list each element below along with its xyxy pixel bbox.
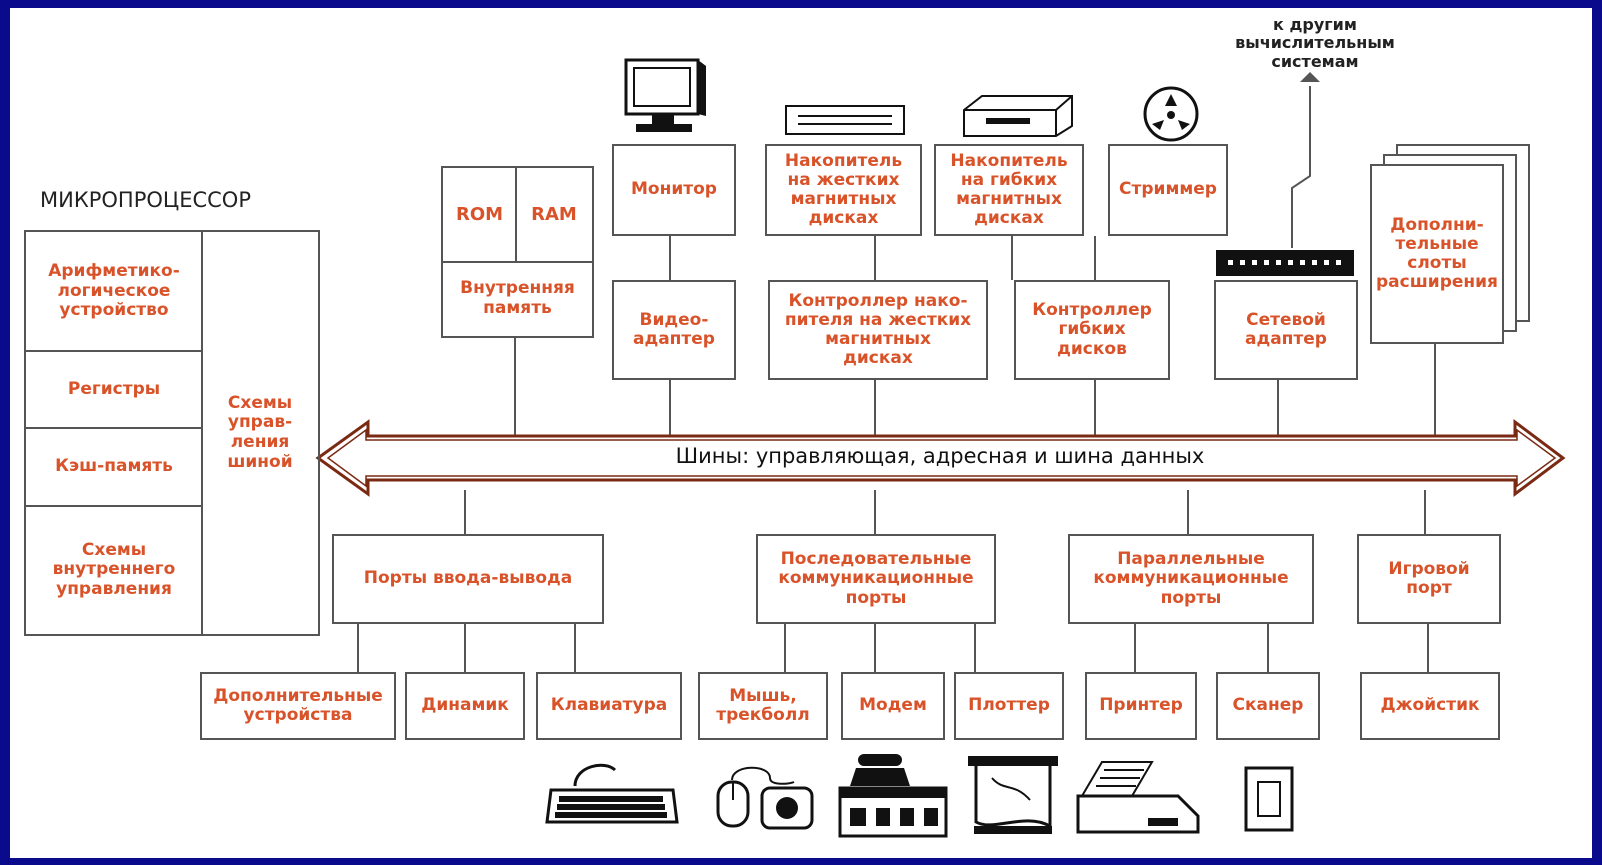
speaker-box: Динамик <box>405 672 525 740</box>
keyboard-box: Клавиатура <box>536 672 682 740</box>
cache-cell: Кэш-память <box>55 456 173 477</box>
microprocessor-title: МИКРОПРОЦЕССОР <box>40 188 252 212</box>
joystick-box: Джойстик <box>1360 672 1500 740</box>
bus-control-cell: Схемы управ- ления шиной <box>227 392 293 472</box>
streamer-box: Стриммер <box>1108 144 1228 236</box>
diagram-canvas: Шины: управляющая, адресная и шина данны… <box>10 8 1592 858</box>
monitor-box: Монитор <box>612 144 736 236</box>
modem-phone-icon <box>838 754 948 838</box>
hard-drive-icon <box>785 105 905 135</box>
bus-label: Шины: управляющая, адресная и шина данны… <box>675 444 1205 468</box>
cpu-block <box>24 230 320 636</box>
network-adapter-box: Сетевой адаптер <box>1214 280 1358 380</box>
expansion-slots-box: Дополни- тельные слоты расширения <box>1370 164 1504 344</box>
registers-cell: Регистры <box>67 378 161 399</box>
keyboard-icon <box>545 763 679 824</box>
floppy-drive-icon <box>963 95 1073 137</box>
video-adapter-box: Видео- адаптер <box>612 280 736 380</box>
game-port-box: Игровой порт <box>1357 534 1501 624</box>
internal-memory-cell: Внутренняя память <box>460 278 575 318</box>
memory-grid-lines <box>441 166 594 263</box>
ram-cell: RAM <box>531 203 577 225</box>
extra-devices-box: Дополнительные устройства <box>200 672 396 740</box>
connection-lines <box>315 72 1566 672</box>
hdd-controller-box: Контроллер нако- пителя на жестких магни… <box>768 280 988 380</box>
mouse-box: Мышь, трекболл <box>698 672 828 740</box>
network-card-icon <box>1216 250 1354 276</box>
plotter-icon <box>968 756 1058 834</box>
hdd-box: Накопитель на жестких магнитных дисках <box>765 144 922 236</box>
cpu-grid-lines <box>24 230 203 636</box>
io-ports-box: Порты ввода-вывода <box>332 534 604 624</box>
alu-cell: Арифметико- логическое устройство <box>48 261 180 321</box>
modem-box: Модем <box>841 672 945 740</box>
internal-control-cell: Схемы внутреннего управления <box>52 539 176 599</box>
plotter-box: Плоттер <box>954 672 1064 740</box>
serial-ports-box: Последовательные коммуникационные порты <box>756 534 996 624</box>
fdd-controller-box: Контроллер гибких дисков <box>1014 280 1170 380</box>
mouse-trackball-icon <box>716 766 814 830</box>
parallel-ports-box: Параллельные коммуникационные порты <box>1068 534 1314 624</box>
monitor-icon <box>624 58 706 132</box>
fdd-box: Накопитель на гибких магнитных дисках <box>934 144 1084 236</box>
scanner-box: Сканер <box>1216 672 1320 740</box>
external-systems-note: к другим вычислительным системам <box>1235 15 1395 71</box>
tape-reel-icon <box>1143 86 1199 142</box>
joystick-icon <box>1244 766 1294 832</box>
rom-cell: ROM <box>455 203 504 225</box>
memory-block <box>441 166 594 338</box>
printer-box: Принтер <box>1085 672 1197 740</box>
printer-icon <box>1076 761 1200 834</box>
